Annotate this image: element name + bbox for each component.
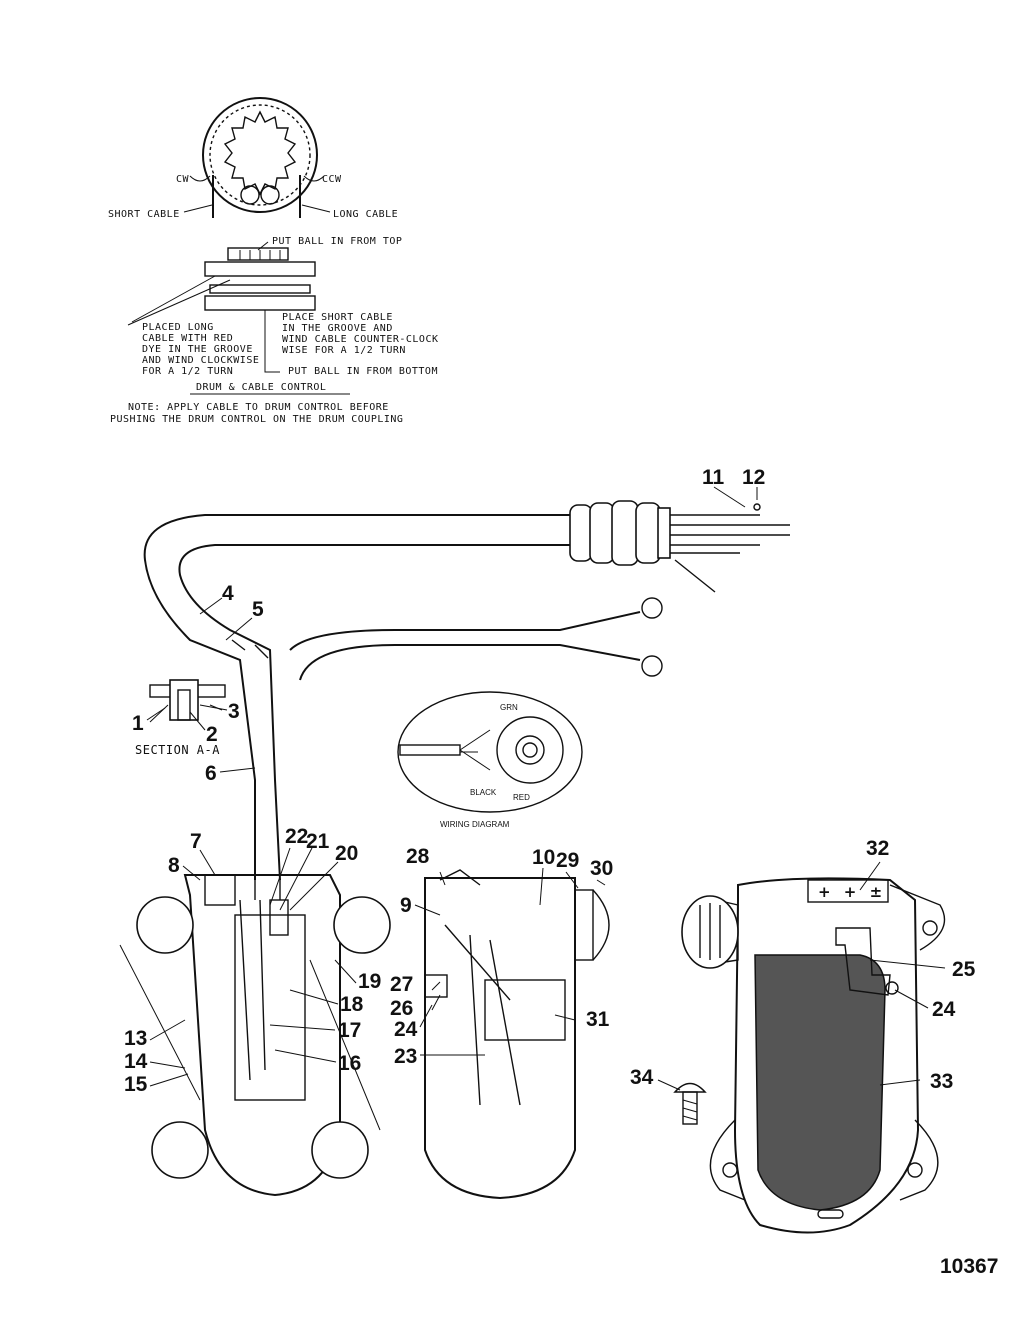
callout-14: 14 [124,1050,148,1073]
callout-15: 15 [124,1073,148,1096]
ball-bottom-label: PUT BALL IN FROM BOTTOM [288,366,438,377]
leader-lines [146,486,946,1091]
pedal-middle-open [424,869,610,1200]
callout-9: 9 [400,894,412,917]
callout-13: 13 [124,1027,147,1050]
callout-30: 30 [590,857,613,880]
wire-red-label: RED [513,793,530,802]
callout-6: 6 [205,762,217,785]
drum-detail: CW CCW SHORT CABLE LONG CABLE PUT BALL I… [108,97,445,425]
callout-24-right: 24 [932,998,956,1021]
callout-21: 21 [306,830,330,853]
callout-1: 1 [132,712,144,735]
callout-18: 18 [340,993,364,1016]
wiring-diagram: GRN BLACK RED WIRING DIAGRAM [397,691,583,829]
ccw-label: CCW [322,174,342,185]
callout-3: 3 [228,700,240,723]
pedal-right-closed: + + ± [681,877,946,1234]
callout-5: 5 [252,598,264,621]
short-cable-label: SHORT CABLE [108,209,180,220]
callout-25: 25 [952,958,976,981]
callout-2: 2 [206,723,218,746]
ball-top-label: PUT BALL IN FROM TOP [272,236,402,247]
callout-12: 12 [742,466,765,489]
callout-34: 34 [630,1066,654,1089]
callout-28: 28 [406,845,430,868]
short-cable-note: PLACE SHORT CABLE IN THE GROOVE AND WIND… [282,312,445,356]
callout-16: 16 [338,1052,361,1075]
callout-10: 10 [532,846,555,869]
callout-22: 22 [285,825,308,848]
pedal-tread [754,954,886,1211]
callout-32: 32 [866,837,889,860]
callout-numbers: 1 2 3 4 5 6 7 8 9 10 11 12 13 14 15 16 1… [124,466,976,1096]
callout-29: 29 [556,849,579,872]
drum-gear [223,110,297,196]
callout-33: 33 [930,1070,953,1093]
callout-26: 26 [390,997,413,1020]
callout-23: 23 [394,1045,417,1068]
cw-label: CW [176,174,190,185]
drum-note: NOTE: APPLY CABLE TO DRUM CONTROL BEFORE… [110,402,403,425]
long-cable-note: PLACED LONG CABLE WITH RED DYE IN THE GR… [142,322,266,377]
direction-symbols: + + ± [818,883,886,901]
callout-11: 11 [702,466,725,489]
drum-title: DRUM & CABLE CONTROL [196,382,326,393]
callout-7: 7 [190,830,202,853]
callout-17: 17 [338,1019,361,1042]
section-label: SECTION A-A [135,743,220,757]
callout-8: 8 [168,854,180,877]
callout-19: 19 [358,970,381,993]
cable-assembly [143,500,790,900]
callout-4: 4 [222,582,234,605]
pedal-left-open [119,874,391,1197]
wiring-title: WIRING DIAGRAM [440,820,510,829]
callout-27: 27 [390,973,413,996]
long-cable-label: LONG CABLE [333,209,398,220]
figure-number: 10367 [940,1255,998,1278]
callout-20: 20 [335,842,358,865]
wire-black-label: BLACK [470,788,497,797]
callout-24-mid: 24 [394,1018,418,1041]
wire-grn-label: GRN [500,703,518,712]
callout-31: 31 [586,1008,610,1031]
